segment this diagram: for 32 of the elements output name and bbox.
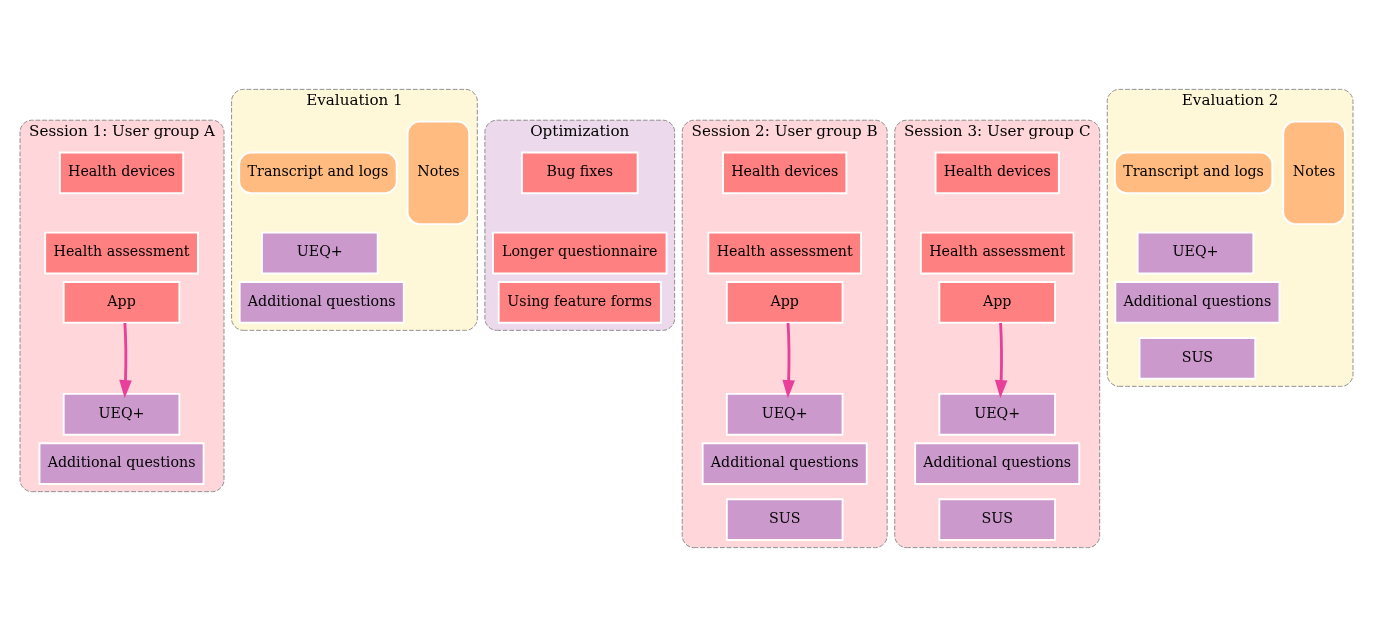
node-box: UEQ+ (62, 392, 181, 436)
node-box: Health devices (722, 151, 848, 195)
node-box: Additional questions (914, 442, 1081, 485)
node-box: UEQ+ (261, 231, 379, 275)
node-box: Additional questions (701, 442, 868, 485)
node-box: App (62, 281, 181, 324)
node-box: Transcript and logs (1113, 151, 1274, 195)
node-box: Health devices (934, 151, 1060, 195)
node-box: SUS (1138, 337, 1257, 380)
arrow (782, 322, 795, 399)
node-box: Additional questions (1114, 281, 1281, 324)
node-box: Bug fixes (520, 151, 639, 195)
arrow (119, 322, 132, 399)
node-box: Additional questions (38, 442, 205, 485)
node-box: Health assessment (44, 231, 199, 275)
node-box: UEQ+ (725, 392, 844, 436)
node-box: Health assessment (707, 231, 862, 275)
node-box: App (938, 281, 1057, 324)
node-box: SUS (938, 498, 1057, 541)
node-box: App (725, 281, 844, 324)
node-box: Health devices (58, 151, 185, 195)
node-box: UEQ+ (938, 392, 1057, 436)
node-box: UEQ+ (1136, 231, 1255, 275)
node-box: Additional questions (238, 281, 405, 324)
arrow (994, 322, 1008, 399)
node-box: Notes (1282, 120, 1346, 226)
node-box: Notes (406, 120, 471, 226)
node-box: Transcript and logs (238, 151, 398, 195)
node-box: Longer questionnaire (492, 231, 668, 275)
node-box: SUS (725, 498, 844, 541)
node-box: Using feature forms (497, 281, 662, 324)
node-box: Health assessment (919, 231, 1075, 275)
